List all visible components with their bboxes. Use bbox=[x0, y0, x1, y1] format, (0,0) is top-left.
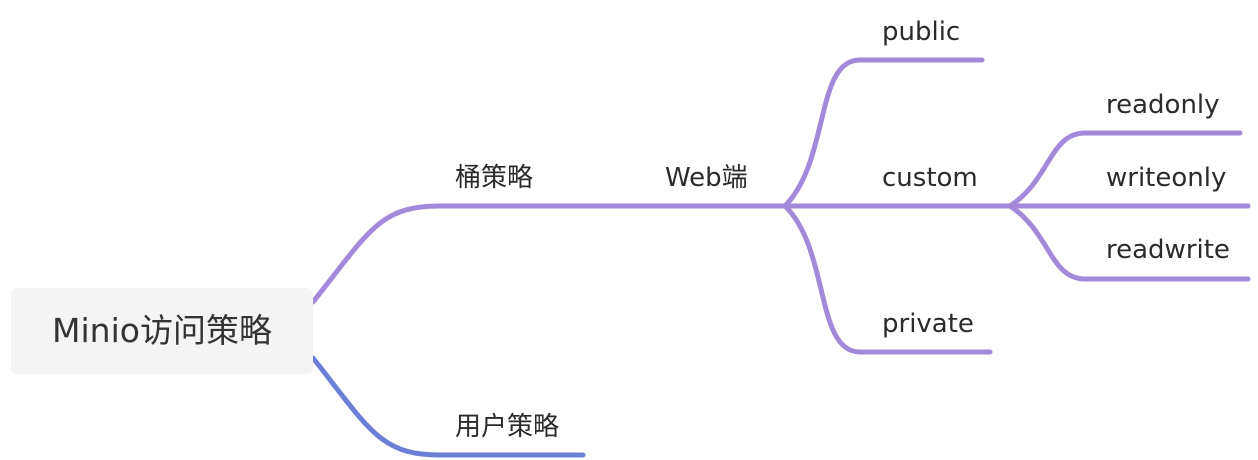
node-public[interactable]: public bbox=[882, 17, 961, 47]
connector-custom-readonly bbox=[1007, 130, 1243, 209]
connector-root-user-policy bbox=[310, 355, 586, 458]
root-node[interactable]: Minio访问策略 bbox=[11, 288, 313, 374]
node-readwrite[interactable]: readwrite bbox=[1106, 235, 1230, 265]
node-custom[interactable]: custom bbox=[882, 163, 978, 193]
node-user-policy[interactable]: 用户策略 bbox=[455, 412, 560, 442]
node-private[interactable]: private bbox=[882, 309, 974, 339]
node-bucket-policy[interactable]: 桶策略 bbox=[455, 163, 534, 193]
connector-web-private bbox=[782, 203, 993, 355]
connector-root-bucket-policy bbox=[310, 203, 558, 305]
node-writeonly[interactable]: writeonly bbox=[1106, 163, 1227, 193]
node-web[interactable]: Web端 bbox=[665, 163, 748, 193]
connector-web-public bbox=[782, 57, 985, 209]
root-node-label: Minio访问策略 bbox=[52, 311, 272, 350]
node-readonly[interactable]: readonly bbox=[1106, 90, 1220, 120]
connector-custom-readwrite bbox=[1007, 203, 1251, 282]
